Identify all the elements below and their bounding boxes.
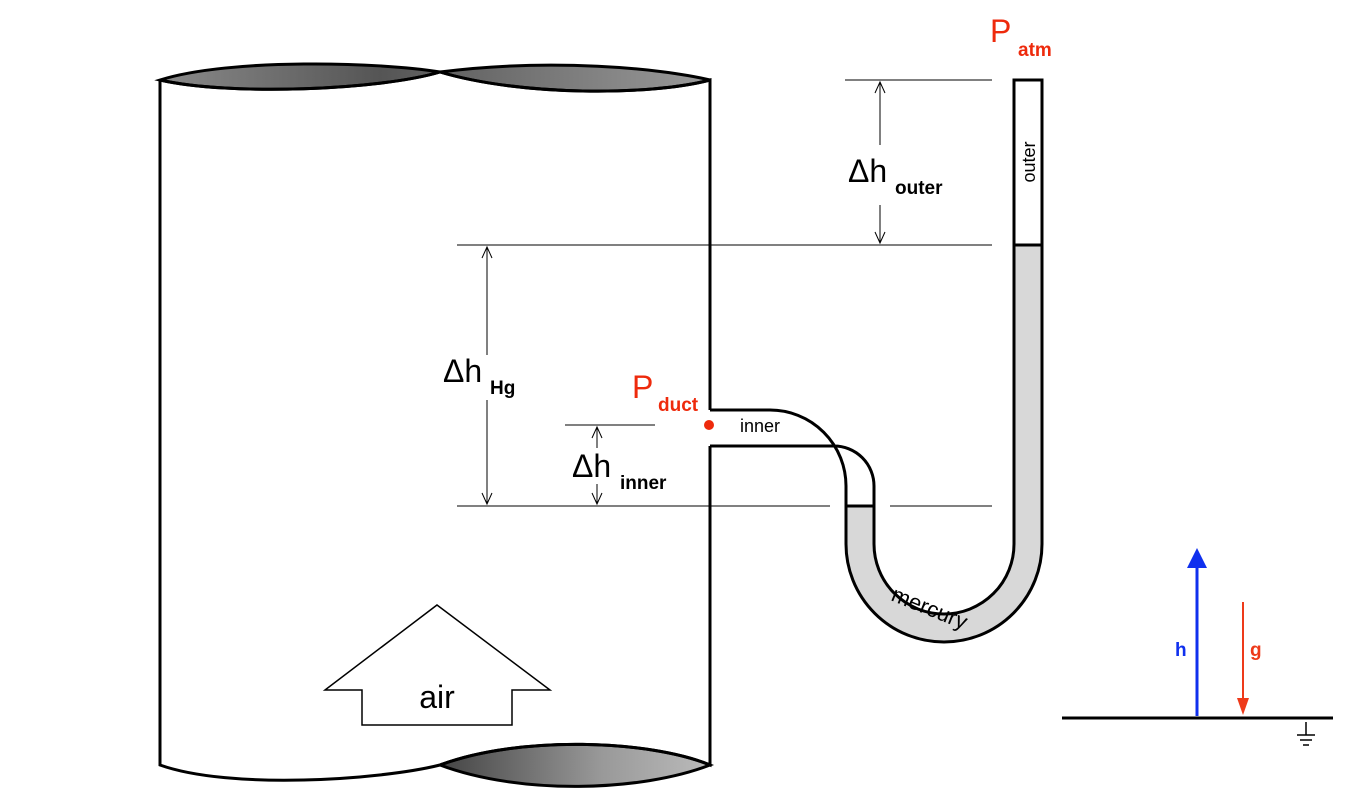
h-label: h — [1175, 640, 1187, 661]
outer-label: outer — [1019, 141, 1039, 182]
svg-text:Hg: Hg — [490, 378, 515, 399]
dh-hg-label: Δh Hg — [443, 353, 515, 399]
dh-inner-label: Δh inner — [572, 448, 667, 494]
air-label: air — [419, 679, 455, 715]
pressure-tap-point — [704, 420, 714, 430]
svg-text:outer: outer — [895, 178, 943, 199]
svg-text:duct: duct — [658, 395, 699, 416]
duct — [154, 62, 715, 788]
up-arrow-icon — [322, 604, 553, 726]
svg-text:P: P — [632, 369, 653, 405]
duct-top-end — [154, 62, 711, 93]
p-atm-label: P atm — [990, 13, 1052, 61]
g-arrow-head — [1237, 698, 1249, 715]
g-label: g — [1250, 640, 1262, 661]
reference-frame: h g — [1062, 548, 1333, 746]
h-arrow-head — [1187, 548, 1207, 568]
dh-outer-label: Δh outer — [848, 153, 943, 199]
duct-outline — [158, 70, 712, 782]
svg-text:atm: atm — [1018, 40, 1052, 61]
svg-text:Δh: Δh — [443, 353, 482, 389]
reference-lines — [457, 79, 992, 507]
svg-text:Δh: Δh — [848, 153, 887, 189]
duct-bottom-end — [435, 742, 715, 788]
inner-label: inner — [740, 416, 780, 436]
p-duct-label: P duct — [632, 369, 699, 416]
svg-text:P: P — [990, 13, 1011, 49]
svg-text:inner: inner — [620, 473, 667, 494]
ground-symbol-icon — [1297, 722, 1315, 746]
dimension-arrows — [481, 80, 886, 506]
svg-text:Δh: Δh — [572, 448, 611, 484]
air-flow-arrow: air — [322, 604, 553, 726]
tube-outer-wall — [710, 78, 1044, 644]
